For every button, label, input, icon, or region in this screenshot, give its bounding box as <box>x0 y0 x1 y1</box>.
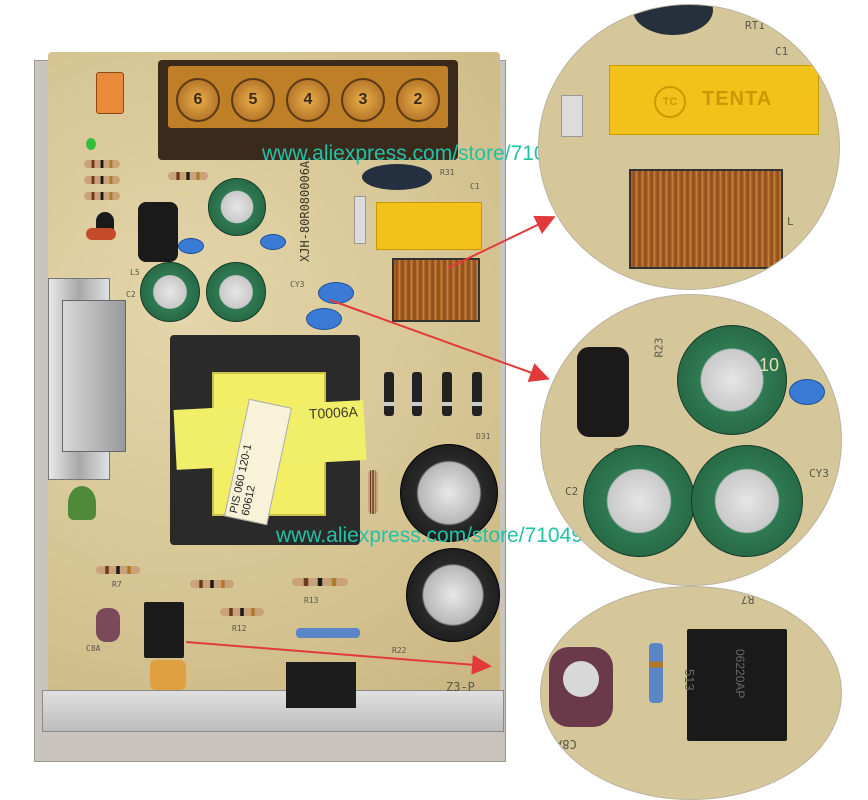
fuse <box>354 196 366 244</box>
capacitor-c8a <box>96 608 120 642</box>
resistor <box>84 192 120 200</box>
terminal-number: 3 <box>358 91 368 108</box>
resistor <box>84 176 120 184</box>
diode <box>412 372 422 416</box>
electrolytic-capacitor-large <box>400 444 498 542</box>
inset-cap-value: 10 <box>759 355 780 375</box>
terminal-screw: 3 <box>341 78 385 122</box>
inset-fuse <box>561 95 583 137</box>
resistor <box>84 160 120 168</box>
label-d31: D31 <box>476 432 491 441</box>
label-r7: R7 <box>112 580 122 589</box>
label-c1: C1 <box>470 182 480 191</box>
electrolytic-capacitor-c2 <box>140 262 200 322</box>
ceramic-capacitor-cy3 <box>318 282 354 304</box>
watermark-top: www.aliexpress.com/store/710493 <box>262 142 581 165</box>
terminal-screw: 5 <box>231 78 275 122</box>
capacitor-orange-bottom <box>150 660 186 690</box>
inset-inductor-l5 <box>577 347 629 437</box>
inset-capacitor-top <box>563 661 599 697</box>
inset-logo: TC <box>654 86 686 118</box>
label-r22: R22 <box>392 646 407 655</box>
inductor-l5 <box>138 202 178 262</box>
inset-label-l: L <box>787 215 794 228</box>
resistor <box>220 608 264 616</box>
bottom-code: Z3-P <box>446 680 475 694</box>
inset-common-mode-choke <box>629 169 783 269</box>
transistor-bottom <box>286 662 356 708</box>
led-green <box>86 138 96 150</box>
terminal-number: 6 <box>193 91 203 108</box>
terminal-number: 2 <box>413 91 423 108</box>
inset-capacitor <box>691 445 803 557</box>
label-cy3: CY3 <box>290 280 305 289</box>
x-capacitor <box>376 202 482 250</box>
label-r13: R13 <box>304 596 319 605</box>
diode <box>472 372 482 416</box>
zoom-inset-bottom: R7 C8A 513 06220AP <box>540 586 842 800</box>
chassis-bottom-plate <box>42 690 504 732</box>
electrolytic-capacitor-large <box>406 548 500 642</box>
ceramic-capacitor <box>260 234 286 250</box>
terminal-screw: 6 <box>176 78 220 122</box>
inset-ic-chip: 513 06220AP <box>682 629 787 741</box>
terminal-number: 5 <box>248 91 258 108</box>
terminal-screw: 2 <box>396 78 440 122</box>
resistor <box>368 470 378 514</box>
inset-cap-brand: TENTA <box>702 88 773 110</box>
ic-chip <box>144 602 184 658</box>
label-l5: L5 <box>130 268 140 277</box>
label-r12: R12 <box>232 624 247 633</box>
resistor <box>190 580 234 588</box>
thermistor <box>362 164 432 190</box>
terminal-number: 4 <box>303 91 313 108</box>
inset-label-c1: C1 <box>775 45 789 58</box>
diode <box>384 372 394 416</box>
inset-capacitor <box>677 325 787 435</box>
electrolytic-capacitor <box>206 262 266 322</box>
zoom-inset-middle: L5 R23 10 C2 CY3 <box>540 294 842 586</box>
watermark-bottom: www.aliexpress.com/store/710493 <box>276 524 595 547</box>
inset-capacitor-c8a <box>549 647 613 727</box>
label-c2: C2 <box>126 290 136 299</box>
inset-x-capacitor: TC TENTA <box>609 65 819 135</box>
diode <box>442 372 452 416</box>
arrow-to-bottom-inset <box>185 641 492 675</box>
resistor <box>292 578 348 586</box>
inset-ceramic-capacitor <box>789 379 825 405</box>
label-c8a: C8A <box>86 644 101 653</box>
resistor <box>96 566 140 574</box>
inset-label-rt1: RT1 <box>745 19 765 32</box>
transistor <box>96 212 114 230</box>
inset-resistor <box>649 643 663 703</box>
capacitor-orange <box>86 228 116 240</box>
zoom-inset-top: RT1 C1 TC TENTA L <box>538 4 840 290</box>
resistor-blue <box>296 628 360 638</box>
heatsink-bracket <box>62 300 126 452</box>
inset-label-cy3: CY3 <box>809 467 829 480</box>
electrolytic-capacitor <box>208 178 266 236</box>
potentiometer <box>96 72 124 114</box>
capacitor-green <box>68 486 96 520</box>
ceramic-capacitor <box>306 308 342 330</box>
common-mode-choke <box>392 258 480 322</box>
arrow-to-middle-inset <box>329 299 550 382</box>
ceramic-capacitor <box>178 238 204 254</box>
terminal-screw: 4 <box>286 78 330 122</box>
inset-label-c2: C2 <box>565 485 579 498</box>
label-r31: R31 <box>440 168 455 177</box>
inset-capacitor-c2 <box>583 445 695 557</box>
arrow-to-top-inset <box>447 215 556 269</box>
resistor <box>168 172 208 180</box>
